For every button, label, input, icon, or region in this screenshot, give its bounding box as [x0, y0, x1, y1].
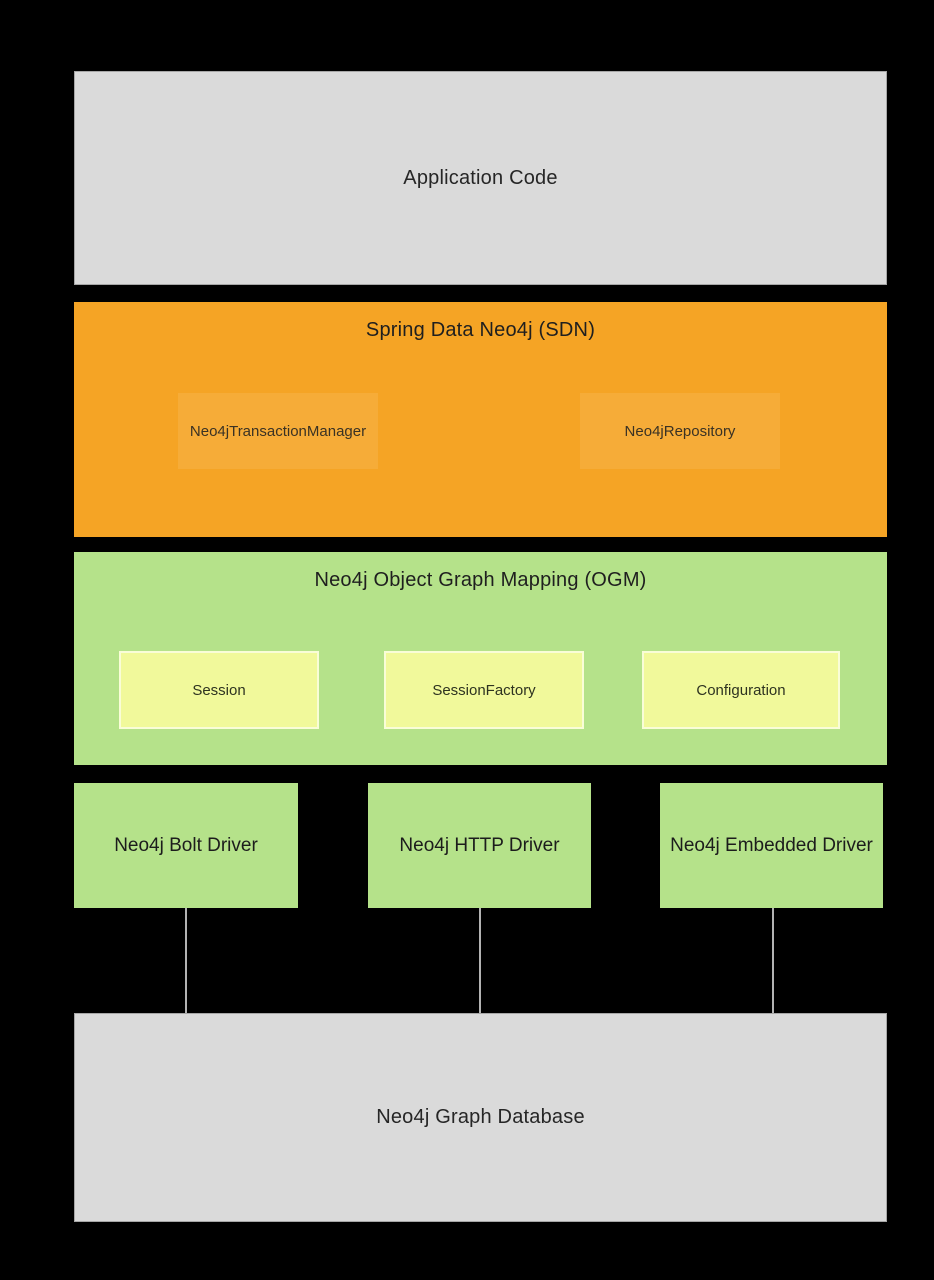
application-code-box: Application Code [74, 71, 887, 285]
http-driver-box: Neo4j HTTP Driver [368, 783, 591, 908]
sdn-layer-box: Spring Data Neo4j (SDN) Neo4jTransaction… [74, 302, 887, 537]
http-driver-connector-line [479, 908, 481, 1013]
http-driver-label: Neo4j HTTP Driver [399, 834, 560, 856]
sdn-layer-title: Spring Data Neo4j (SDN) [365, 319, 596, 341]
neo4j-repository-label: Neo4jRepository [624, 422, 736, 440]
embedded-driver-label: Neo4j Embedded Driver [670, 834, 873, 856]
session-box: Session [119, 651, 319, 729]
neo4j-transaction-manager-label: Neo4jTransactionManager [189, 422, 367, 440]
graph-database-box: Neo4j Graph Database [74, 1013, 887, 1222]
application-code-label: Application Code [403, 166, 558, 189]
ogm-layer-box: Neo4j Object Graph Mapping (OGM) Session… [74, 552, 887, 765]
session-factory-label: SessionFactory [432, 681, 536, 699]
graph-database-label: Neo4j Graph Database [376, 1106, 585, 1128]
neo4j-repository-box: Neo4jRepository [580, 393, 780, 469]
neo4j-transaction-manager-box: Neo4jTransactionManager [178, 393, 378, 469]
session-factory-box: SessionFactory [384, 651, 584, 729]
configuration-box: Configuration [642, 651, 840, 729]
bolt-driver-box: Neo4j Bolt Driver [74, 783, 298, 908]
bolt-driver-connector-line [185, 908, 187, 1013]
ogm-layer-title: Neo4j Object Graph Mapping (OGM) [314, 569, 647, 591]
bolt-driver-label: Neo4j Bolt Driver [114, 834, 258, 856]
embedded-driver-connector-line [772, 908, 774, 1013]
session-label: Session [192, 681, 246, 699]
configuration-label: Configuration [696, 681, 786, 699]
embedded-driver-box: Neo4j Embedded Driver [660, 783, 883, 908]
